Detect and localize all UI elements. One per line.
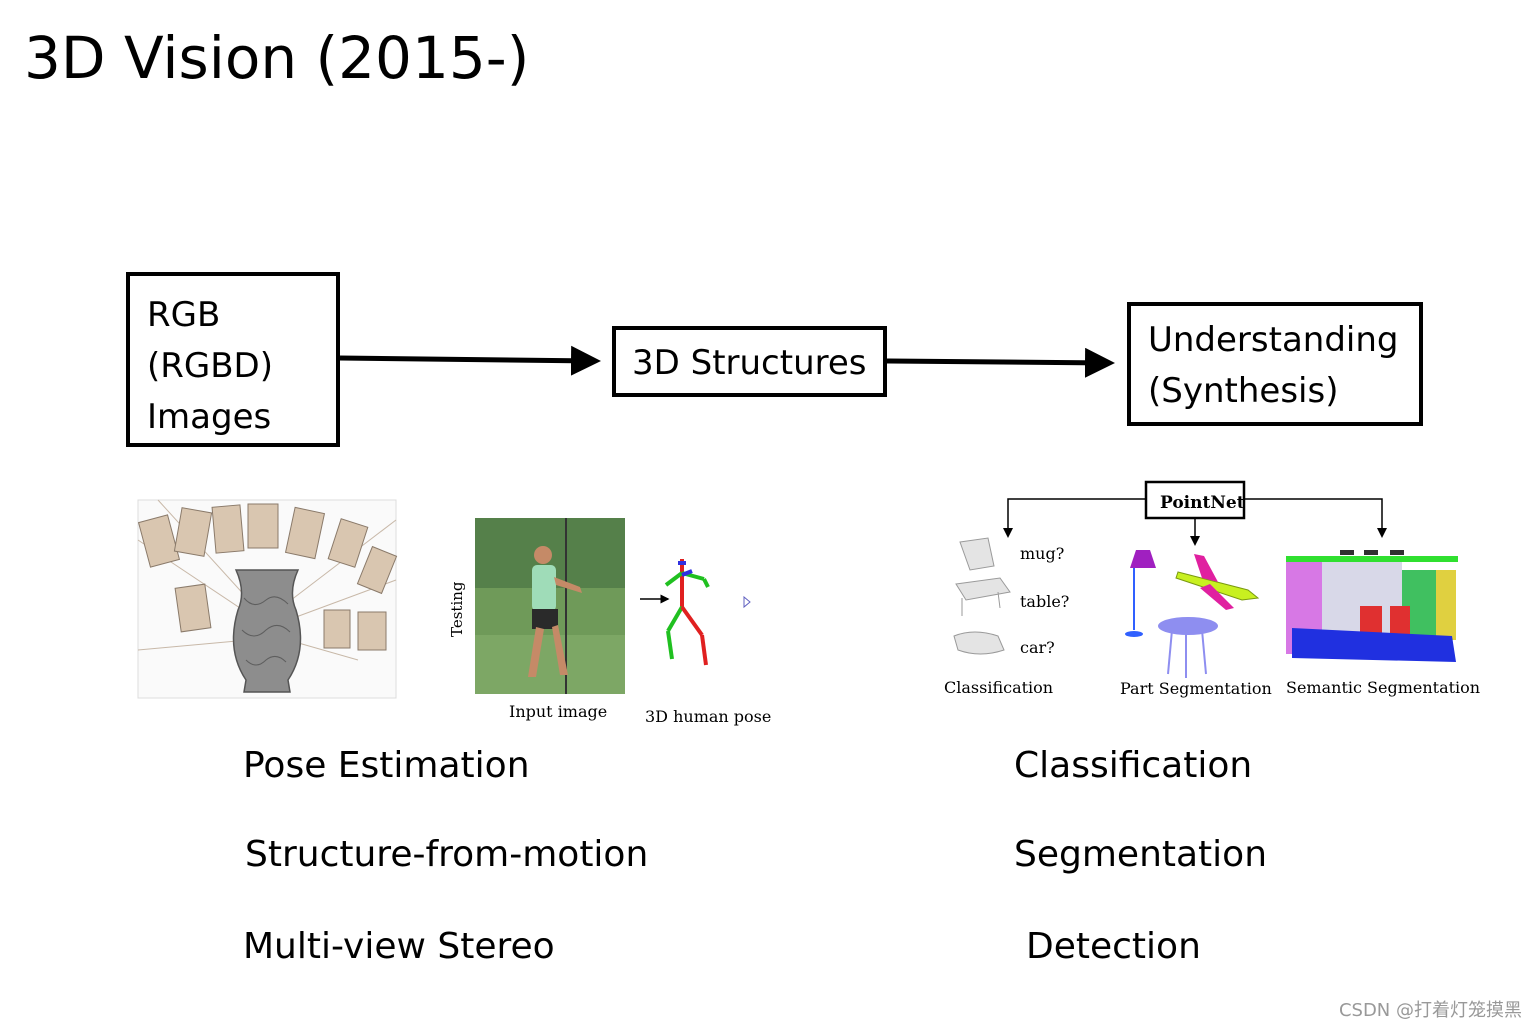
semantic-segmentation-scene (1286, 550, 1458, 662)
caption-semantic-segmentation: Semantic Segmentation (1286, 678, 1480, 697)
query-mug: mug? (1020, 544, 1064, 563)
left-task-sfm: Structure-from-motion (245, 834, 649, 875)
output-box: Understanding (Synthesis) (1127, 302, 1423, 426)
input-line-2: (RGBD) (147, 346, 274, 386)
input-line-3: Images (147, 397, 272, 437)
middle-label: 3D Structures (632, 343, 867, 383)
caption-part-segmentation: Part Segmentation (1120, 679, 1272, 698)
pose-caption: 3D human pose (645, 707, 771, 726)
output-line-2: (Synthesis) (1148, 371, 1339, 411)
right-task-classification: Classification (1014, 745, 1253, 786)
testing-label: Testing (448, 581, 466, 637)
query-car: car? (1020, 638, 1055, 657)
watermark: CSDN @打着灯笼摸黑 (1338, 1000, 1522, 1021)
left-task-pose: Pose Estimation (243, 745, 530, 786)
arrow-middle-to-output (886, 347, 1115, 378)
right-task-detection: Detection (1026, 926, 1201, 967)
middle-box: 3D Structures (612, 326, 887, 397)
pointnet-label: PointNet (1160, 493, 1245, 513)
part-segmentation-objects (1125, 550, 1260, 678)
caption-classification: Classification (944, 678, 1053, 697)
arrow-input-to-middle (339, 345, 601, 376)
skeleton (664, 559, 710, 666)
input-line-1: RGB (147, 295, 221, 335)
input-image-caption: Input image (509, 702, 607, 721)
sfm-vase-figure (137, 499, 398, 699)
left-task-mvs: Multi-view Stereo (243, 926, 555, 967)
pose-figure: Testing Input image 3D human pose (448, 518, 771, 726)
query-table: table? (1020, 592, 1069, 611)
output-line-1: Understanding (1148, 320, 1399, 360)
right-task-segmentation: Segmentation (1014, 834, 1268, 875)
slide-title: 3D Vision (2015-) (24, 24, 530, 92)
tennis-player (528, 546, 582, 677)
pointnet-figure: PointNet mug? table? car? Classification (944, 480, 1480, 698)
input-box: RGB (RGBD) Images (126, 272, 340, 447)
classification-objects (953, 537, 1011, 655)
